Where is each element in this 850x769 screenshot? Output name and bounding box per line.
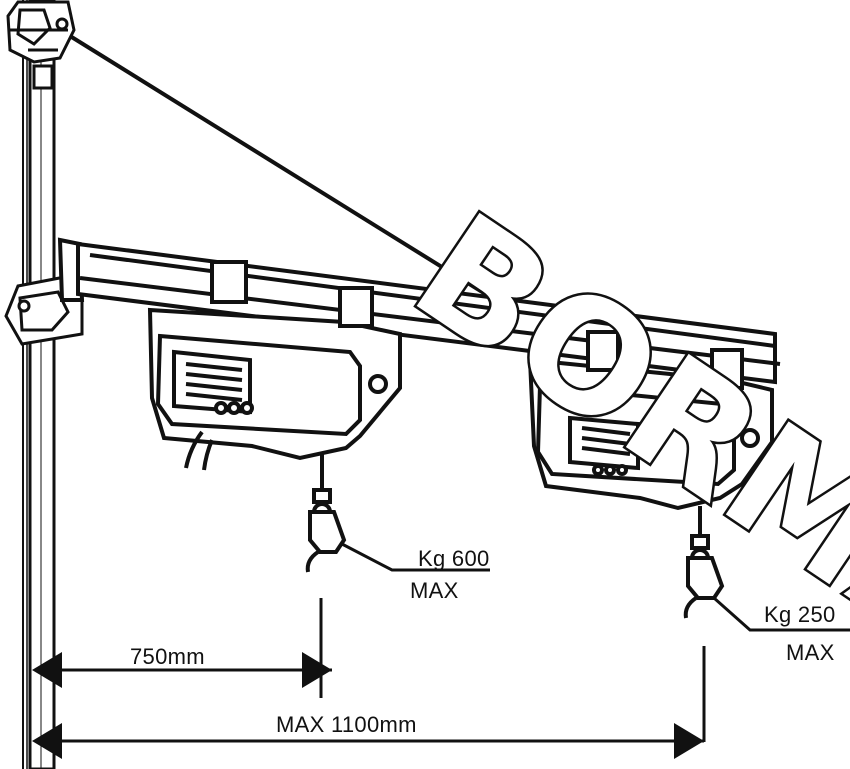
tie-rod <box>68 34 526 320</box>
distance-label-near: 750mm <box>130 644 205 669</box>
top-clamp <box>6 0 76 90</box>
load-label-near-max: MAX <box>410 578 459 603</box>
right-hoist <box>527 330 774 511</box>
mast <box>22 0 56 769</box>
left-hoist <box>147 260 402 471</box>
left-hook <box>305 452 347 573</box>
load-label-far: Kg 250 <box>764 602 836 627</box>
load-label-near: Kg 600 <box>418 546 490 571</box>
dimension-lines <box>31 652 704 759</box>
load-label-far-max: MAX <box>786 640 835 665</box>
distance-label-far: MAX 1100mm <box>276 712 417 737</box>
right-hook <box>683 506 725 619</box>
